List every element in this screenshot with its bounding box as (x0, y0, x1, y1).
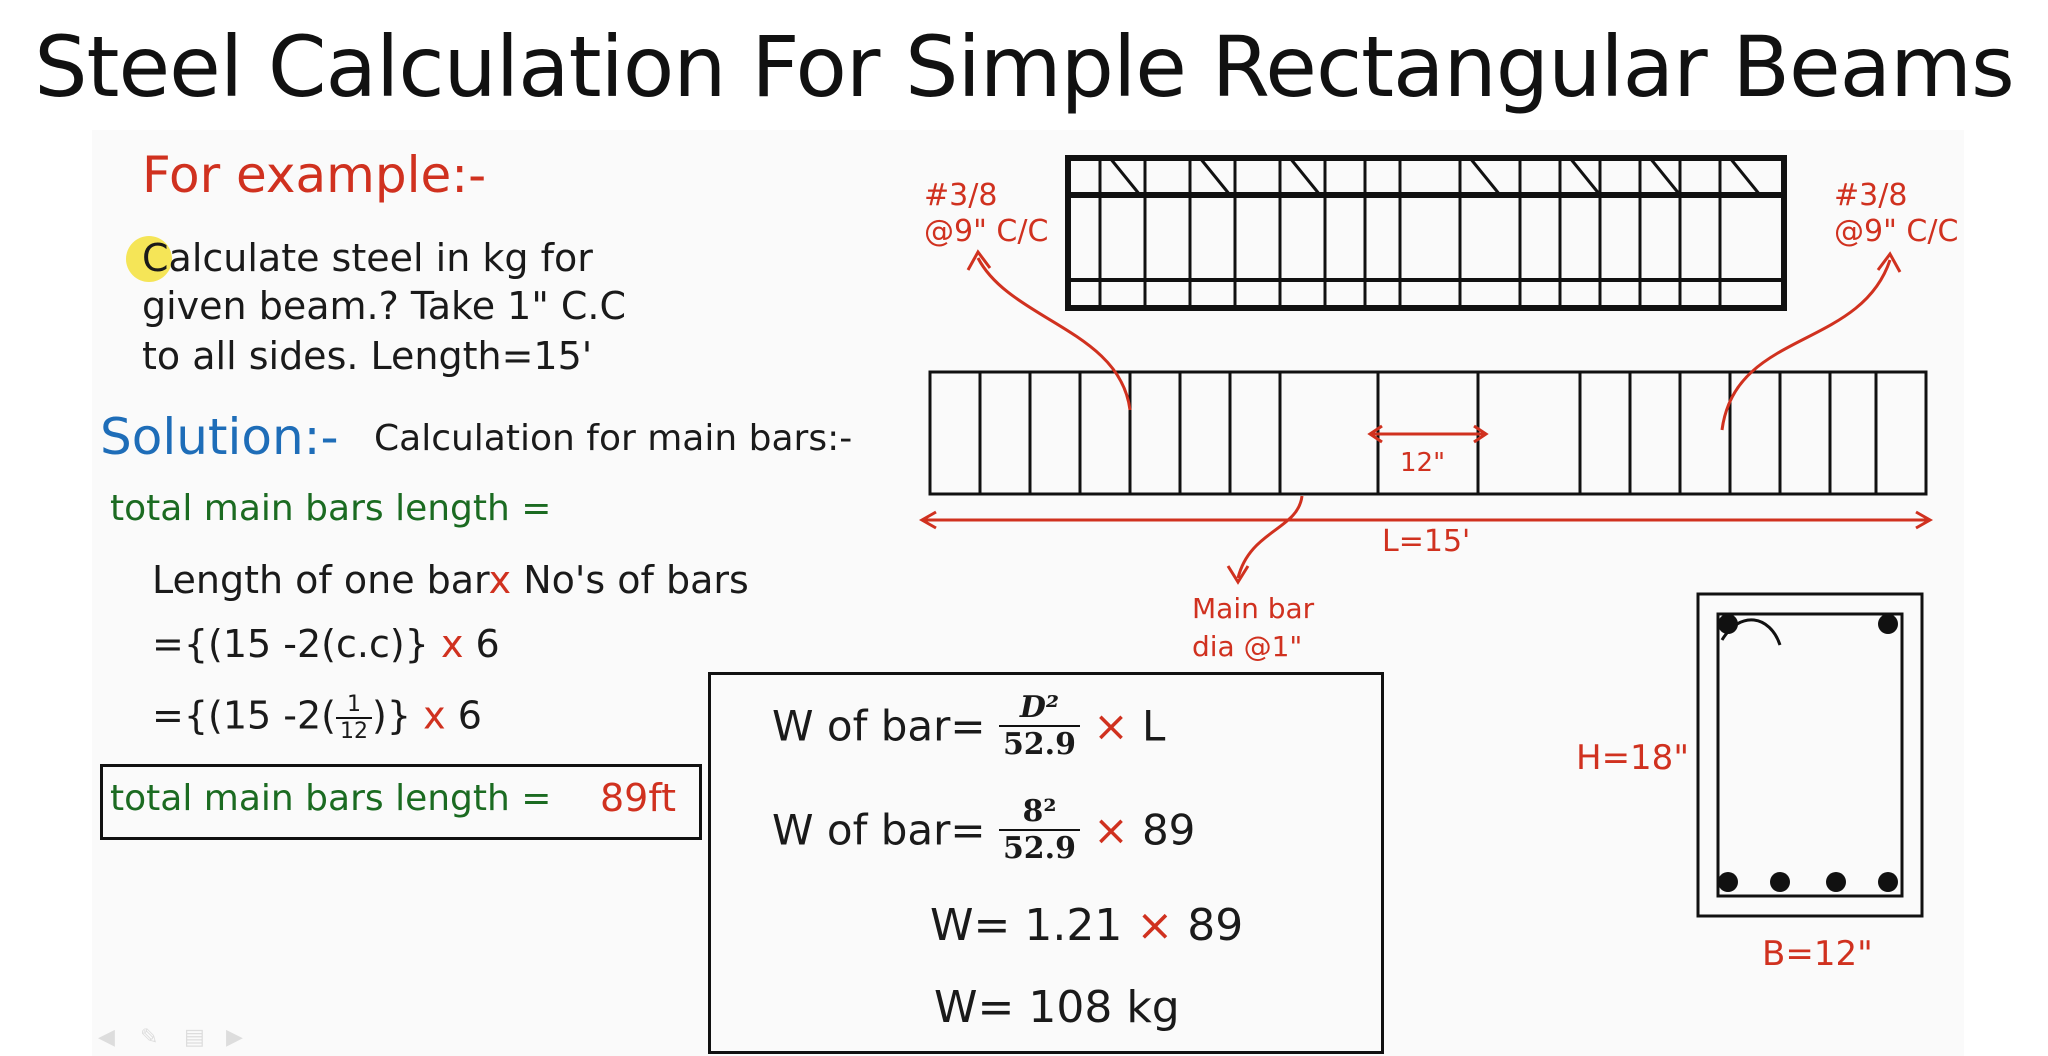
next-slide-icon[interactable]: ▶ (226, 1024, 243, 1049)
weight-line-2-numerator: 8² (998, 794, 1081, 831)
weight-line-1-times: × (1093, 701, 1129, 751)
result-label: total main bars length = (110, 778, 552, 819)
step-3-denominator: 12 (340, 719, 368, 744)
step-1-text-a: Length of one bar (152, 558, 489, 602)
weight-line-2-times: × (1093, 805, 1129, 855)
weight-line-3-text-a: W= 1.21 (930, 900, 1123, 951)
weight-line-1-numerator: D² (998, 690, 1081, 727)
beam-cross-section (1696, 592, 1924, 918)
weight-line-3-text-b: 89 (1187, 900, 1244, 951)
weight-line-2-label: W of bar= (772, 805, 986, 855)
step-3-text-a: ={(15 -2( (152, 693, 336, 738)
slide-canvas (92, 130, 1964, 1056)
stirrup-label-left-size: #3/8 (924, 178, 998, 213)
beam-elevation (928, 370, 1928, 496)
weight-line-2-denominator: 52.9 (1002, 831, 1077, 866)
length-label: L=15' (1382, 524, 1471, 559)
stirrup-label-left-spacing: @9" C/C (924, 214, 1049, 249)
total-length-label: total main bars length = (110, 488, 552, 529)
reinforcement-cage (1065, 155, 1787, 311)
weight-line-1-tail: L (1141, 701, 1166, 751)
solution-subheading: Calculation for main bars:- (374, 418, 853, 459)
weight-line-3: W= 1.21 × 89 (930, 900, 1243, 951)
height-label: H=18" (1576, 738, 1689, 778)
spacing-label: 12" (1400, 448, 1446, 478)
cursor-highlight (126, 236, 172, 282)
step-1: Length of one barx No's of bars (152, 558, 749, 602)
step-2-text-b: 6 (475, 622, 500, 666)
step-3-times: x (423, 693, 446, 738)
example-heading: For example:- (142, 146, 487, 204)
stirrup-label-right-size: #3/8 (1834, 178, 1908, 213)
result-box (100, 764, 702, 840)
weight-line-1-label: W of bar= (772, 701, 986, 751)
step-3-numerator: 1 (336, 692, 372, 719)
menu-icon[interactable]: ▤ (184, 1024, 205, 1049)
main-bar-label: Main bar (1192, 592, 1315, 625)
weight-formula-box (708, 672, 1384, 1054)
main-bar-dia-label: dia @1" (1192, 630, 1303, 663)
page-title: Steel Calculation For Simple Rectangular… (34, 18, 2015, 116)
weight-line-1-denominator: 52.9 (1002, 727, 1077, 762)
result-value: 89ft (600, 776, 676, 820)
breadth-label: B=12" (1762, 934, 1873, 974)
weight-line-2-tail: 89 (1141, 805, 1196, 855)
solution-heading: Solution:- (100, 408, 339, 466)
step-3-text-b: )} (372, 693, 412, 738)
example-line-1: Calculate steel in kg for (142, 236, 593, 280)
step-3-text-c: 6 (457, 693, 482, 738)
example-line-2: given beam.? Take 1" C.C (142, 284, 627, 328)
slide-controls[interactable]: ◀ ✎ ▤ ▶ (98, 1024, 268, 1049)
prev-slide-icon[interactable]: ◀ (98, 1024, 115, 1049)
dimension-annotations (918, 249, 1934, 585)
weight-result: W= 108 kg (934, 982, 1180, 1033)
step-2-text-a: ={(15 -2(c.c)} (152, 622, 429, 666)
pen-icon[interactable]: ✎ (140, 1024, 159, 1049)
stirrup-label-right-spacing: @9" C/C (1834, 214, 1959, 249)
step-2: ={(15 -2(c.c)} x 6 (152, 622, 500, 666)
step-2-times: x (440, 622, 464, 666)
example-line-3: to all sides. Length=15' (142, 334, 593, 378)
step-1-times: x (488, 558, 512, 602)
weight-line-3-times: × (1136, 900, 1174, 951)
step-1-text-b: No's of bars (523, 558, 749, 602)
